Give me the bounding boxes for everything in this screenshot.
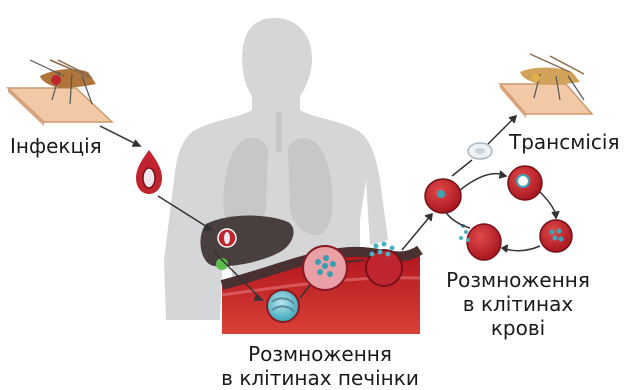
infected-blood-drop xyxy=(136,150,162,194)
blood-stage-cycle xyxy=(425,143,572,260)
label-transmission: Трансмісія xyxy=(509,130,619,154)
liver-sporozoite xyxy=(218,229,236,247)
mosquito-infection xyxy=(8,60,112,126)
label-blood-stage-line3: крові xyxy=(418,316,618,340)
label-blood-stage-line2: в клітинах xyxy=(418,292,618,316)
label-blood-stage: Розмноження в клітинах крові xyxy=(418,268,618,340)
label-liver-stage: Розмноження в клітинах печінки xyxy=(190,342,450,390)
mosquito-transmission xyxy=(500,54,592,118)
label-infection: Інфекція xyxy=(10,134,102,158)
label-liver-stage-line2: в клітинах печінки xyxy=(190,366,450,390)
label-liver-stage-line1: Розмноження xyxy=(190,342,450,366)
label-blood-stage-line1: Розмноження xyxy=(418,268,618,292)
